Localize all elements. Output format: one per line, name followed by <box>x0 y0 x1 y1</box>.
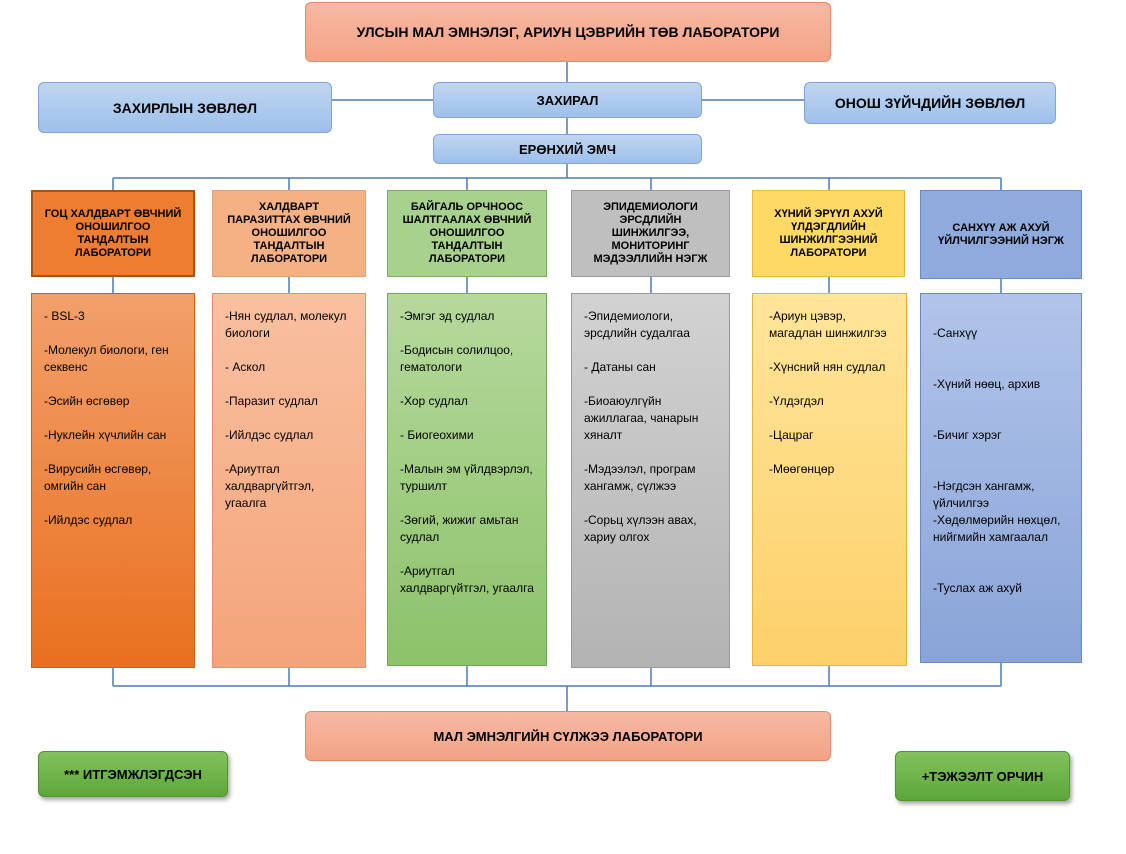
list-item: -Туслах аж ахуй <box>933 581 1022 595</box>
list-item: -Бодисын солилцоо, гематологи <box>400 343 514 374</box>
list-item: -Сорьц хүлээн авах, хариу олгох <box>584 513 697 544</box>
list-item: -Хор судлал <box>400 394 468 408</box>
column-header-6-label: САНХҮҮ АЖ АХУЙ ҮЙЛЧИЛГЭЭНИЙ НЭГЖ <box>938 221 1064 247</box>
column-header-2: ХАЛДВАРТ ПАРАЗИТТАХ ӨВЧНИЙ ОНОШИЛГОО ТАН… <box>212 190 366 277</box>
bottom-title: МАЛ ЭМНЭЛГИЙН СҮЛЖЭЭ ЛАБОРАТОРИ <box>433 728 703 744</box>
list-item: -Хүний нөөц, архив <box>933 377 1041 391</box>
director-box: ЗАХИРАЛ <box>433 82 702 118</box>
list-item: -Мөөгөнцөр <box>769 462 835 476</box>
list-item: -Вирусийн өсгөвөр, омгийн сан <box>44 462 152 493</box>
column-header-4-label: ЭПИДЕМИОЛОГИ ЭРСДЛИЙН ШИНЖИЛГЭЭ, МОНИТОР… <box>593 201 708 265</box>
list-item: -Эмгэг эд судлал <box>400 309 495 323</box>
chief-doctor-box: ЕРӨНХИЙ ЭМЧ <box>433 134 702 164</box>
list-item: -Хүнсний нян судлал <box>769 360 886 374</box>
right-council-box: ОНОШ ЗҮЙЧДИЙН ЗӨВЛӨЛ <box>804 82 1056 124</box>
list-item: - Датаны сан <box>584 360 656 374</box>
list-item: - Биогеохими <box>400 428 474 442</box>
list-item: -Бичиг хэрэг <box>933 428 1002 442</box>
list-item: -Үлдэгдэл <box>769 394 824 408</box>
top-title-box: УЛСЫН МАЛ ЭМНЭЛЭГ, АРИУН ЦЭВРИЙН ТӨВ ЛАБ… <box>305 2 831 62</box>
column-header-6: САНХҮҮ АЖ АХУЙ ҮЙЛЧИЛГЭЭНИЙ НЭГЖ <box>920 190 1082 279</box>
accredited-label: *** ИТГЭМЖЛЭГДСЭН <box>64 766 202 782</box>
list-item: -Мэдээлэл, програм хангамж, сүлжээ <box>584 462 696 493</box>
column-2-list: -Нян судлал, молекул биологи - Аскол -Па… <box>212 293 366 668</box>
column-4-list: -Эпидемиологи, эрсдлийн судалгаа - Датан… <box>571 293 730 668</box>
column-header-5: ХҮНИЙ ЭРҮҮЛ АХУЙ ҮЛДЭГДЛИЙН ШИНЖИЛГЭЭНИЙ… <box>752 190 905 277</box>
column-3-list: -Эмгэг эд судлал -Бодисын солилцоо, гема… <box>387 293 547 666</box>
list-item: -Нэгдсэн хангамж, үйлчилгээ -Хөдөлмөрийн… <box>933 479 1061 544</box>
column-header-1-label: ГОЦ ХАЛДВАРТ ӨВЧНИЙ ОНОШИЛГОО ТАНДАЛТЫН … <box>44 207 182 259</box>
list-item: -Нуклейн хүчлийн сан <box>44 428 167 442</box>
list-item: -Эпидемиологи, эрсдлийн судалгаа <box>584 309 690 340</box>
column-header-1: ГОЦ ХАЛДВАРТ ӨВЧНИЙ ОНОШИЛГОО ТАНДАЛТЫН … <box>31 190 195 277</box>
list-item: -Цацраг <box>769 428 814 442</box>
column-header-5-label: ХҮНИЙ ЭРҮҮЛ АХУЙ ҮЛДЭГДЛИЙН ШИНЖИЛГЭЭНИЙ… <box>774 207 883 259</box>
list-item: -Санхүү <box>933 326 978 340</box>
director-label: ЗАХИРАЛ <box>536 92 599 108</box>
chief-doctor-label: ЕРӨНХИЙ ЭМЧ <box>518 141 617 157</box>
column-header-3-label: БАЙГАЛЬ ОРЧНООС ШАЛТГААЛАХ ӨВЧНИЙ ОНОШИЛ… <box>402 201 532 265</box>
list-item: -Ийлдэс судлал <box>225 428 314 442</box>
list-item: -Биоаюулгүйн ажиллагаа, чанарын хяналт <box>584 394 699 442</box>
list-item: - Аскол <box>225 360 266 374</box>
column-1-list: - BSL-3 -Молекул биологи, ген секвенс -Э… <box>31 293 195 668</box>
column-header-3: БАЙГАЛЬ ОРЧНООС ШАЛТГААЛАХ ӨВЧНИЙ ОНОШИЛ… <box>387 190 547 277</box>
environment-label: +ТЭЖЭЭЛТ ОРЧИН <box>921 768 1044 784</box>
list-item: -Молекул биологи, ген секвенс <box>44 343 169 374</box>
column-5-list: -Ариун цэвэр, магадлан шинжилгээ -Хүнсни… <box>752 293 907 666</box>
list-item: -Эсийн өсгөвөр <box>44 394 130 408</box>
left-council-box: ЗАХИРЛЫН ЗӨВЛӨЛ <box>38 82 332 133</box>
list-item: -Ариун цэвэр, магадлан шинжилгээ <box>769 309 887 340</box>
bottom-title-box: МАЛ ЭМНЭЛГИЙН СҮЛЖЭЭ ЛАБОРАТОРИ <box>305 711 831 761</box>
column-header-2-label: ХАЛДВАРТ ПАРАЗИТТАХ ӨВЧНИЙ ОНОШИЛГОО ТАН… <box>227 201 351 265</box>
column-header-4: ЭПИДЕМИОЛОГИ ЭРСДЛИЙН ШИНЖИЛГЭЭ, МОНИТОР… <box>571 190 730 277</box>
list-item: -Зөгий, жижиг амьтан судлал <box>400 513 519 544</box>
accredited-badge: *** ИТГЭМЖЛЭГДСЭН <box>38 751 228 797</box>
list-item: -Нян судлал, молекул биологи <box>225 309 347 340</box>
list-item: -Ариутгал халдваргүйтгэл, угаалга <box>400 564 534 595</box>
top-title: УЛСЫН МАЛ ЭМНЭЛЭГ, АРИУН ЦЭВРИЙН ТӨВ ЛАБ… <box>356 24 780 40</box>
column-6-list: -Санхүү -Хүний нөөц, архив -Бичиг хэрэг … <box>920 293 1082 663</box>
right-council-label: ОНОШ ЗҮЙЧДИЙН ЗӨВЛӨЛ <box>834 95 1026 111</box>
list-item: - BSL-3 <box>44 309 85 323</box>
list-item: -Ийлдэс судлал <box>44 513 133 527</box>
list-item: -Ариутгал халдваргүйтгэл, угаалга <box>225 462 315 510</box>
list-item: -Малын эм үйлдвэрлэл, туршилт <box>400 462 533 493</box>
list-item: -Паразит судлал <box>225 394 318 408</box>
left-council-label: ЗАХИРЛЫН ЗӨВЛӨЛ <box>112 99 258 116</box>
environment-badge: +ТЭЖЭЭЛТ ОРЧИН <box>895 751 1070 801</box>
